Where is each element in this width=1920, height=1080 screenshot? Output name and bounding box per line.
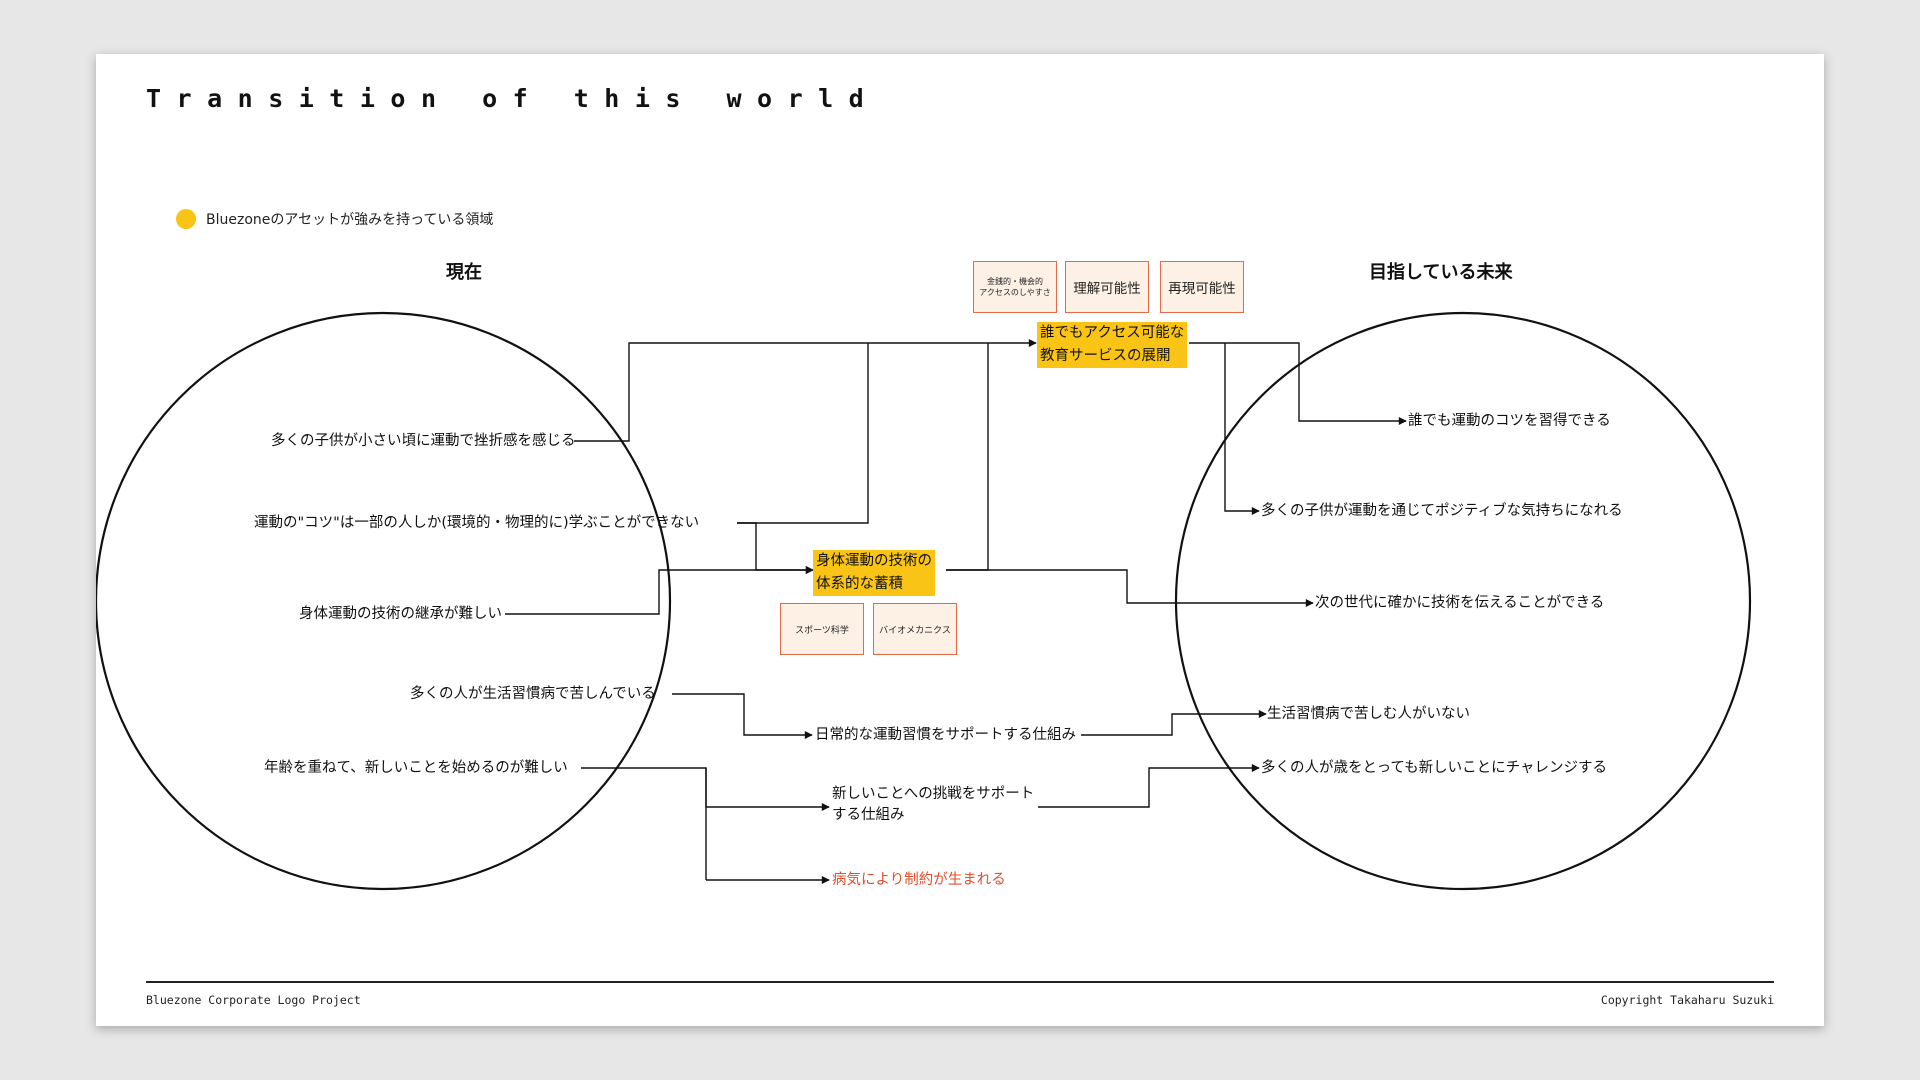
- footer-project: Bluezone Corporate Logo Project: [146, 993, 361, 1007]
- future-circle: [1174, 311, 1752, 891]
- arrow-habit-to-nodisease: [1081, 710, 1267, 736]
- current-item-knack: 運動の"コツ"は一部の人しか(環境的・物理的に)学ぶことができない: [254, 515, 700, 531]
- challenge-line2: する仕組み: [832, 807, 905, 823]
- node-tech-accumulation: 身体運動の技術の 体系的な蓄積: [813, 550, 935, 596]
- current-item-kids: 多くの子供が小さい頃に運動で挫折感を感じる: [271, 433, 576, 449]
- tag-understandability: 理解可能性: [1065, 261, 1149, 313]
- arrow-lifestyle-to-habit: [672, 693, 813, 739]
- tag-biomechanics: バイオメカニクス: [873, 603, 957, 655]
- tag-reproducibility: 再現可能性: [1160, 261, 1244, 313]
- arrow-education-to-knack: [1189, 342, 1407, 425]
- tech-line2: 体系的な蓄積: [813, 573, 935, 596]
- node-exercise-habit: 日常的な運動習慣をサポートする仕組み: [815, 727, 1076, 743]
- arrow-education-to-kids: [1224, 343, 1260, 515]
- future-item-generation: 次の世代に確かに技術を伝えることができる: [1315, 595, 1605, 611]
- legend-dot: [176, 209, 196, 229]
- arrow-challge-to-newthings: [1038, 764, 1260, 808]
- heading-future: 目指している未来: [1369, 262, 1513, 283]
- legend-label: Bluezoneのアセットが強みを持っている領域: [206, 212, 494, 228]
- slide: Transition of this world Bluezoneのアセットが強…: [96, 54, 1824, 1026]
- education-line2: 教育サービスの展開: [1037, 345, 1188, 368]
- education-line1: 誰でもアクセス可能な: [1037, 322, 1188, 345]
- footer-copyright: Copyright Takaharu Suzuki: [1600, 993, 1774, 1007]
- tag-access-line2: アクセスのしやすさ: [979, 288, 1051, 297]
- current-item-inherit: 身体運動の技術の継承が難しい: [299, 606, 502, 622]
- heading-current: 現在: [446, 262, 482, 283]
- arrow-inherit-to-tech: [505, 566, 814, 615]
- footer-divider: [146, 981, 1774, 983]
- node-illness-constraint: 病気により制約が生まれる: [832, 872, 1006, 888]
- line-tech-to-education: [946, 343, 989, 571]
- arrow-tech-to-generation: [946, 569, 1314, 607]
- tag-access: 金銭的・機会的アクセスのしやすさ: [973, 261, 1057, 313]
- arrow-kids-to-education: [574, 339, 1037, 442]
- arrow-aging-to-challenge: [581, 767, 830, 811]
- arrow-knack-to-tech: [737, 522, 814, 574]
- future-item-kids: 多くの子供が運動を通じてポジティブな気持ちになれる: [1261, 503, 1623, 519]
- connector-lines: [96, 311, 1752, 891]
- future-item-no-disease: 生活習慣病で苦しむ人がいない: [1267, 706, 1470, 722]
- current-circle: [96, 311, 672, 891]
- node-education-service: 誰でもアクセス可能な 教育サービスの展開: [1037, 322, 1188, 368]
- current-item-lifestyle: 多くの人が生活習慣病で苦しんでいる: [410, 686, 656, 702]
- line-knack-to-education: [737, 343, 869, 524]
- future-item-knack: 誰でも運動のコツを習得できる: [1408, 413, 1611, 429]
- challenge-line1: 新しいことへの挑戦をサポート: [832, 786, 1035, 802]
- future-item-new-challenge: 多くの人が歳をとっても新しいことにチャレンジする: [1261, 760, 1607, 776]
- tech-line1: 身体運動の技術の: [813, 550, 935, 573]
- page-title: Transition of this world: [146, 84, 880, 113]
- node-challenge-support: 新しいことへの挑戦をサポート する仕組み: [832, 784, 1034, 826]
- tag-sports-science: スポーツ科学: [780, 603, 864, 655]
- tag-access-line1: 金銭的・機会的: [987, 277, 1043, 286]
- current-item-aging: 年齢を重ねて、新しいことを始めるのが難しい: [264, 760, 568, 776]
